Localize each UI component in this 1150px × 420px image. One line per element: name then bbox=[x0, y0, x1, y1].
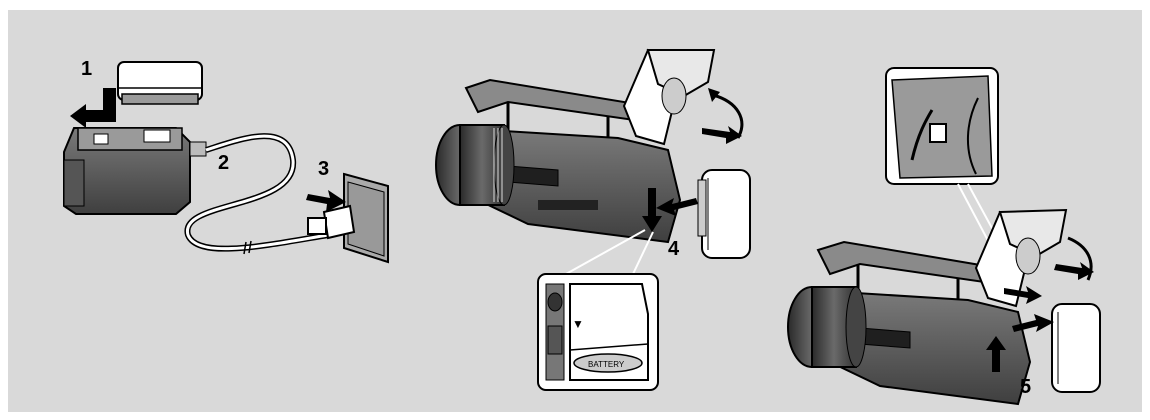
release-switch-inset bbox=[886, 68, 998, 184]
lens-icon bbox=[788, 287, 866, 367]
lens-icon bbox=[436, 125, 514, 205]
battery-label: BATTERY bbox=[588, 360, 625, 369]
plug-icon bbox=[308, 206, 354, 238]
step-number-5: 5 bbox=[1020, 376, 1031, 399]
camcorder-scene-attach bbox=[436, 50, 750, 258]
battery-slot-inset bbox=[538, 274, 658, 390]
charger-icon bbox=[64, 128, 206, 214]
insert-arrow-icon bbox=[70, 88, 116, 128]
instruction-panel: ▼ BATTERY 1 2 3 4 5 bbox=[8, 10, 1142, 412]
illustration-canvas: ▼ BATTERY bbox=[8, 10, 1142, 412]
side-battery-icon bbox=[1052, 304, 1100, 392]
slot-marker: ▼ bbox=[572, 317, 584, 331]
step-number-1: 1 bbox=[81, 58, 92, 81]
camcorder-scene-detach bbox=[788, 68, 1100, 404]
side-battery-icon bbox=[698, 170, 750, 258]
step-number-2: 2 bbox=[218, 152, 229, 175]
viewfinder-icon bbox=[624, 50, 714, 144]
battery-pack-icon bbox=[118, 62, 202, 104]
step-number-4: 4 bbox=[668, 238, 679, 261]
power-cord bbox=[187, 136, 328, 249]
step-number-3: 3 bbox=[318, 158, 329, 181]
